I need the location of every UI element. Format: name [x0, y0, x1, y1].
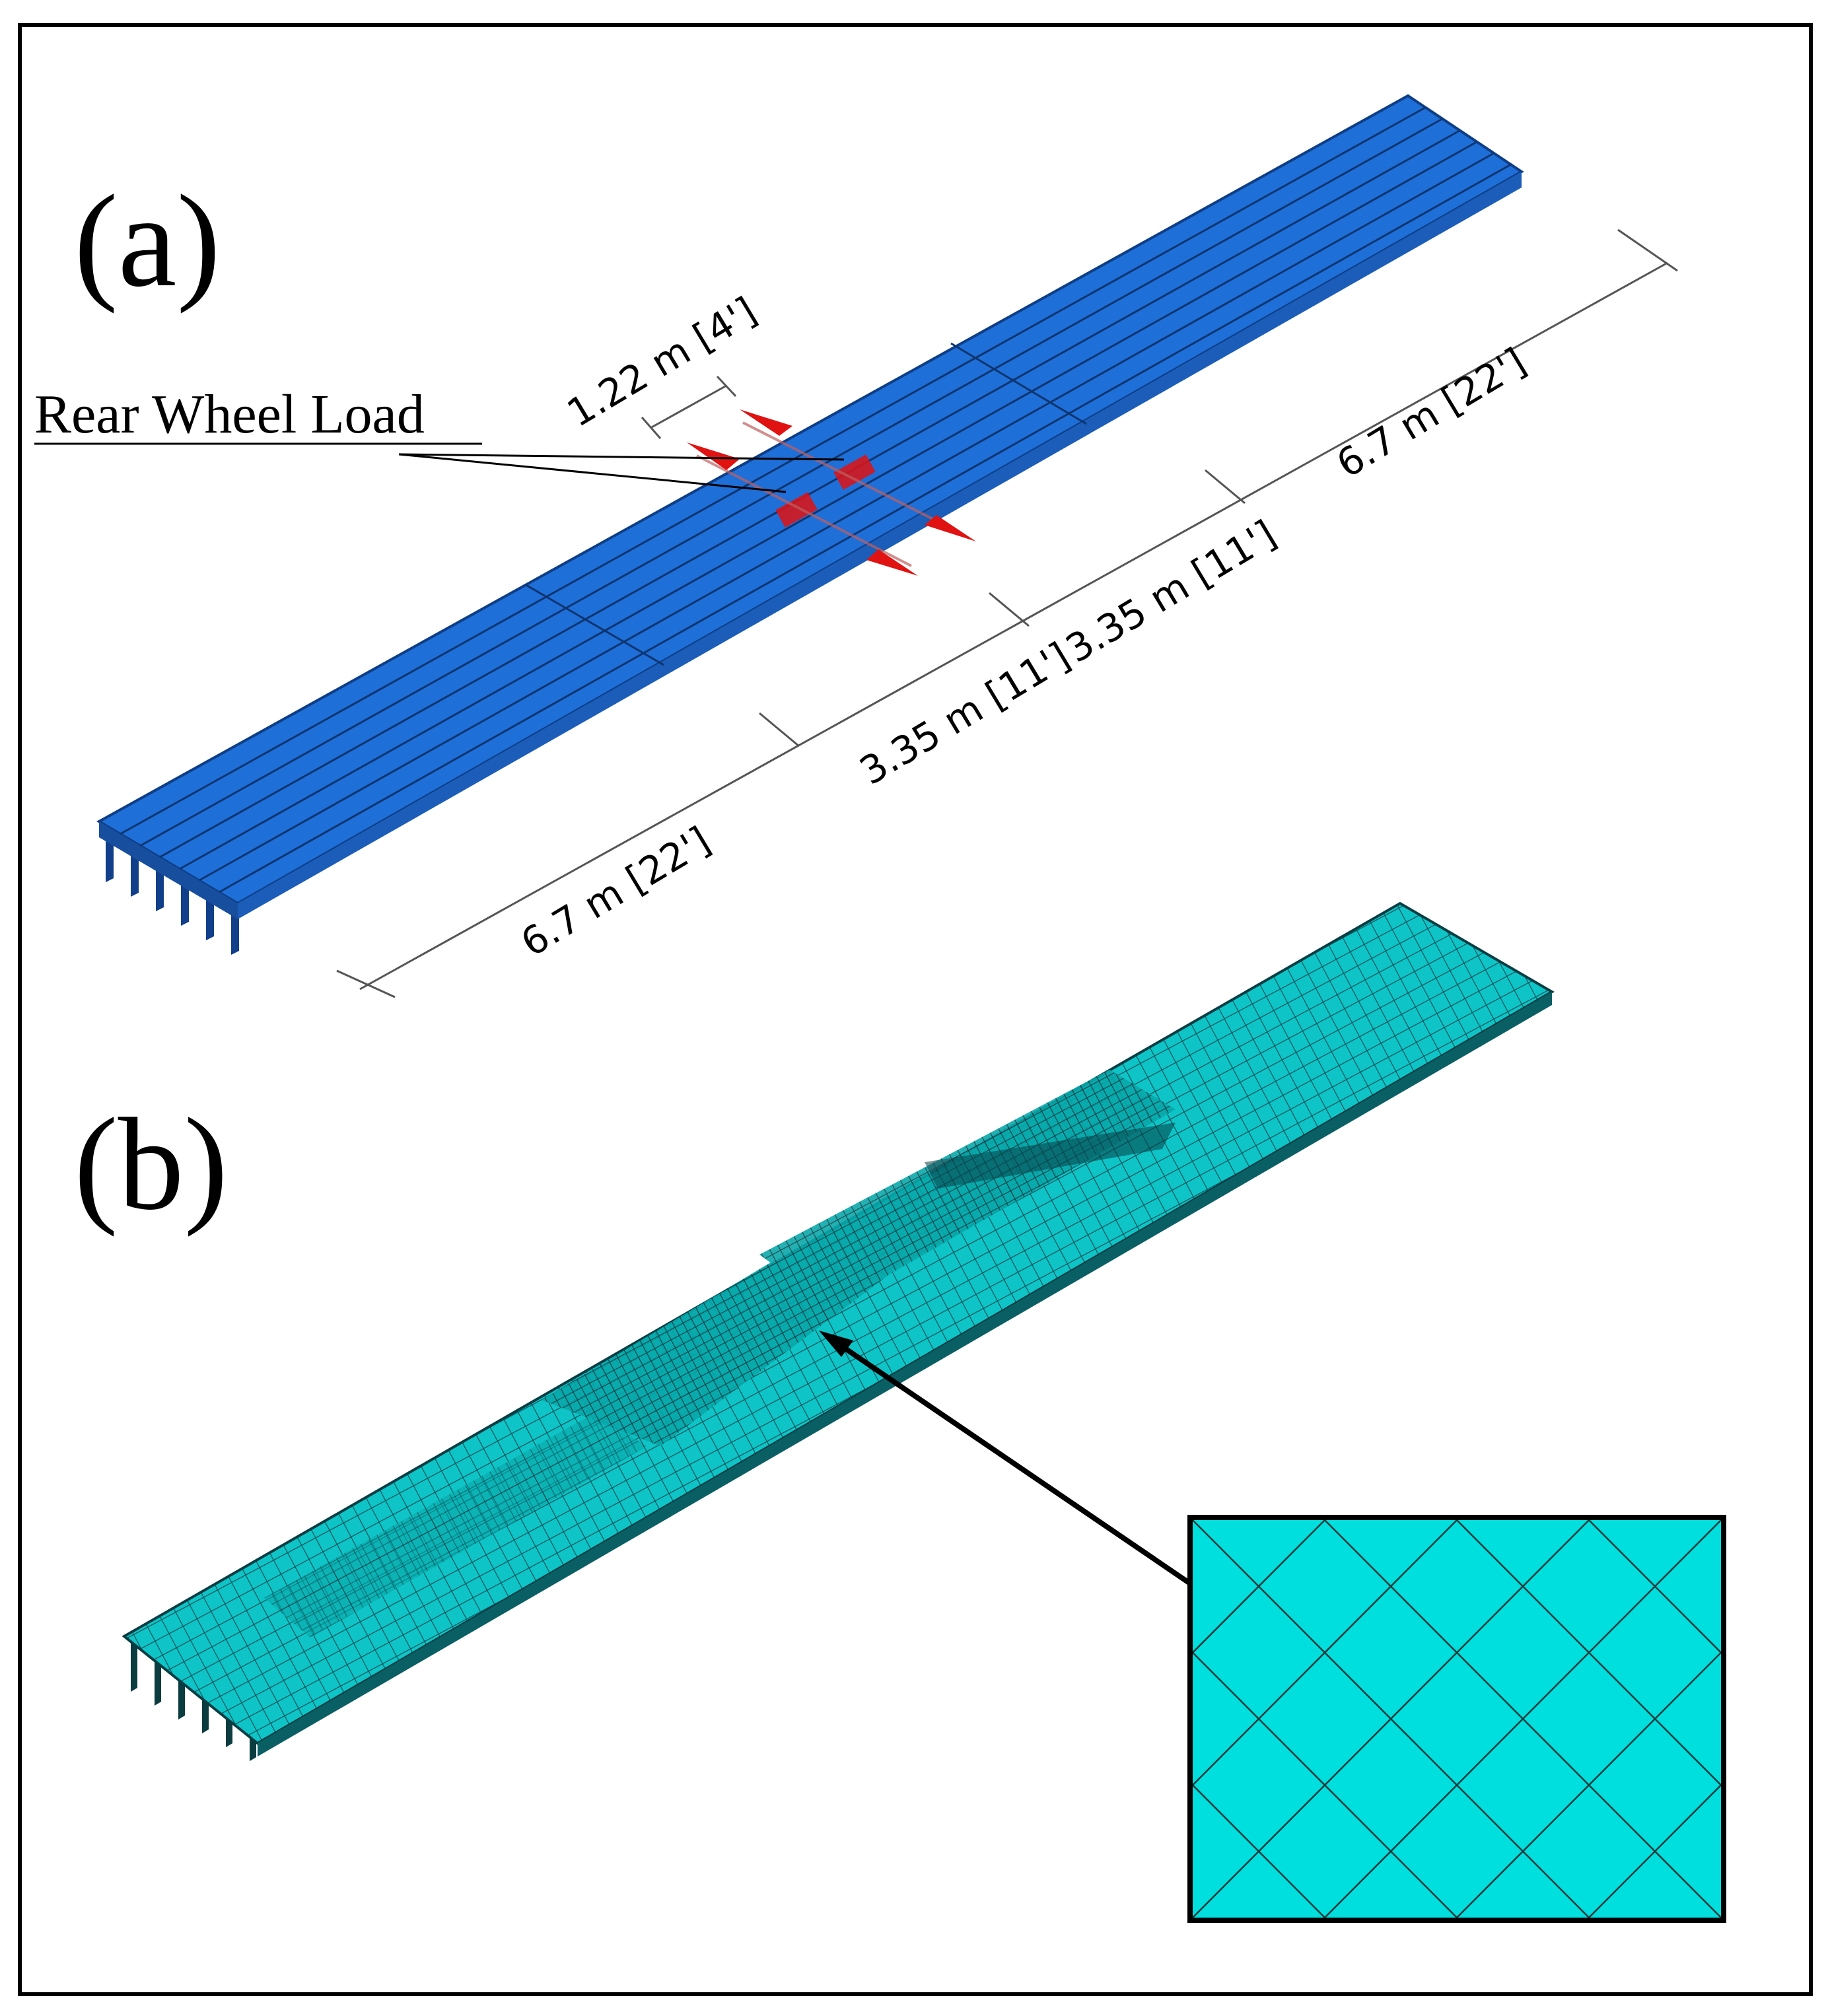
figure-border — [18, 23, 1813, 1996]
dim-center-left-label: 3.35 m [11'] — [852, 634, 1077, 794]
panel-b-label: (b) — [74, 1092, 228, 1237]
svg-text:Rear Wheel Load: Rear Wheel Load — [34, 384, 425, 445]
panel-a-label: (a) — [74, 168, 221, 314]
load-arrow-4 — [866, 549, 918, 576]
panel-a: (a) — [34, 94, 1678, 998]
rear-wheel-load-callout: Rear Wheel Load — [34, 384, 845, 493]
load-arrow-1 — [740, 409, 792, 436]
inset-pointer — [819, 1331, 1194, 1587]
dim-right-span-label: 6.7 m [22'] — [1329, 339, 1533, 487]
meshed-deck-edge — [258, 992, 1552, 1756]
wheel-patch-1 — [833, 454, 876, 490]
dim-center-right-label: 3.35 m [11'] — [1058, 512, 1283, 672]
deck-side-edge — [238, 172, 1522, 919]
dim-wheel-spacing-label: 1.22 m [4'] — [559, 289, 764, 436]
panel-b: (b) — [74, 901, 1726, 1923]
rear-wheel-loads — [687, 409, 976, 576]
load-arrow-3 — [925, 515, 976, 541]
mesh-detail-inset — [1187, 1515, 1726, 1923]
span-dimension-line — [336, 228, 1678, 998]
deck-girder-lines — [120, 106, 1512, 893]
load-arrow-2 — [687, 442, 740, 470]
wheel-patch-2 — [775, 492, 818, 528]
deck-edge — [99, 821, 238, 919]
dim-left-span-label: 6.7 m [22'] — [513, 818, 718, 965]
dimension-wheel-spacing — [641, 375, 737, 439]
mesh-refinement-zones — [264, 1070, 1176, 1638]
diaphragm-lines — [524, 342, 1087, 666]
